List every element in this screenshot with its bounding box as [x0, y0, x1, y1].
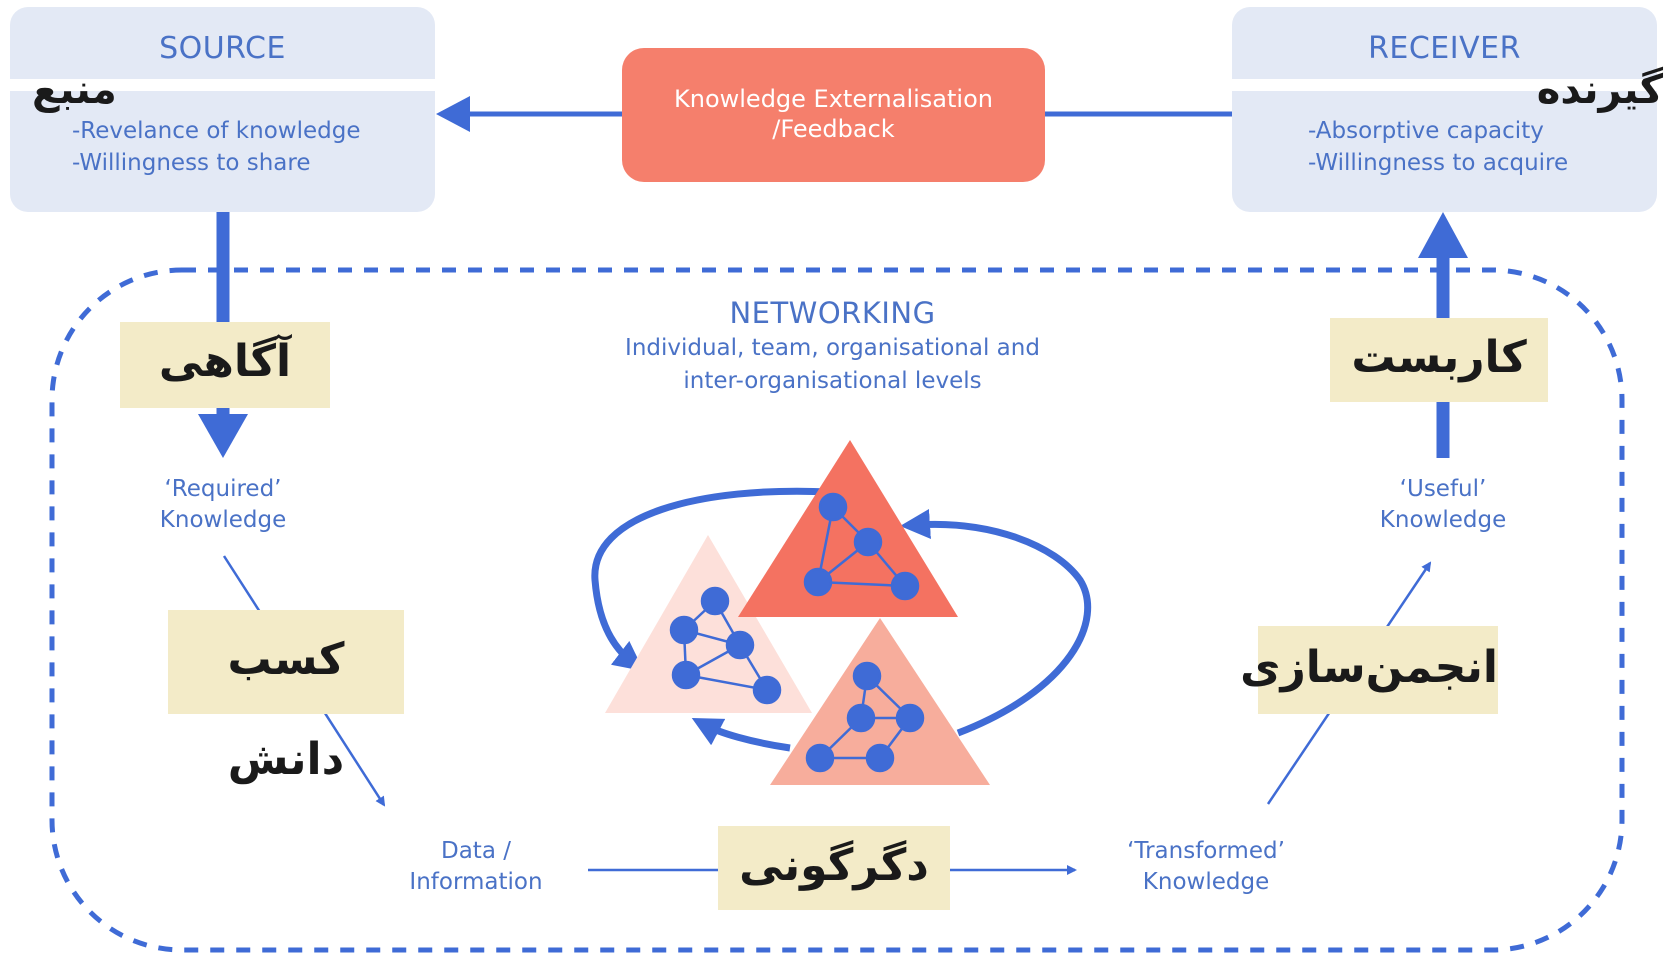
stage-association: انجمن‌سازی [1240, 626, 1498, 714]
receiver-header [1232, 7, 1657, 91]
receiver-line-1: -Absorptive capacity [1308, 118, 1544, 144]
stage-transformation: دگرگونی [718, 826, 950, 910]
networking-subtitle-line-1: Individual, team, organisational and [625, 335, 1040, 361]
networking-title: NETWORKING [729, 296, 936, 330]
source-line-2: -Willingness to share [72, 150, 311, 176]
useful-knowledge-line-1: ‘Useful’ [1399, 476, 1487, 502]
cycle-arrow-right [900, 509, 1092, 737]
cycle-arrow-bottom [691, 717, 791, 752]
cycle-arrow-top-left [591, 487, 831, 672]
source-header [10, 7, 435, 91]
stage-acquisition: کسب دانش [168, 610, 404, 785]
receiver-up-arrowhead [1418, 212, 1468, 258]
feedback-line-1: Knowledge Externalisation [674, 85, 993, 113]
source-box: SOURCE منبع -Revelance of knowledge -Wil… [10, 7, 435, 212]
networking-boundary [49, 267, 1625, 953]
data-information-line-2: Information [409, 869, 543, 895]
receiver-line-2: -Willingness to acquire [1308, 150, 1569, 176]
network-graph-top [803, 492, 920, 601]
network-graph-left [669, 586, 782, 705]
network-graph-bottom [805, 661, 925, 773]
triangle-mid [770, 618, 990, 785]
transformed-knowledge-line-1: ‘Transformed’ [1127, 838, 1285, 864]
required-knowledge-label: ‘Required’ Knowledge [123, 474, 323, 536]
useful-knowledge-line-2: Knowledge [1379, 507, 1507, 533]
receiver-title: RECEIVER [1368, 31, 1521, 66]
data-information-line-1: Data / [441, 838, 511, 864]
useful-knowledge-label: ‘Useful’ Knowledge [1343, 474, 1543, 536]
feedback-arrowhead [436, 96, 470, 132]
required-knowledge-line-2: Knowledge [159, 507, 287, 533]
data-information-label: Data / Information [376, 836, 576, 898]
source-down-arrowhead [198, 414, 248, 458]
triangle-red [738, 440, 958, 617]
transformed-knowledge-label: ‘Transformed’ Knowledge [1106, 836, 1306, 898]
networking-subtitle-line-2: inter-organisational levels [683, 368, 982, 394]
source-title: SOURCE [159, 31, 286, 66]
transformed-knowledge-line-2: Knowledge [1142, 869, 1270, 895]
receiver-persian-label: گیرنده [1536, 67, 1663, 113]
triangle-light [605, 535, 812, 713]
feedback-line-2: /Feedback [772, 115, 895, 143]
required-knowledge-line-1: ‘Required’ [164, 476, 282, 502]
feedback-box: Knowledge Externalisation /Feedback [622, 48, 1045, 182]
source-line-1: -Revelance of knowledge [72, 118, 361, 144]
stage-application: کاربست [1330, 318, 1548, 402]
source-persian-label: منبع [32, 67, 117, 113]
networking-subtitle: Individual, team, organisational and int… [560, 332, 1105, 398]
receiver-box: RECEIVER گیرنده -Absorptive capacity -Wi… [1232, 7, 1663, 212]
stage-awareness: آگاهی [120, 322, 330, 408]
